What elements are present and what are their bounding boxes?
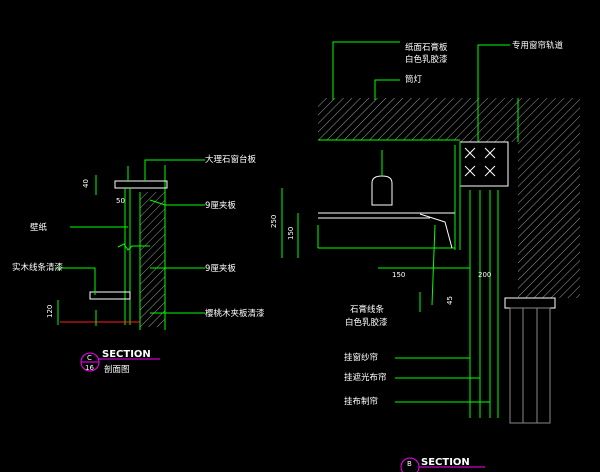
label-wood-trim: 实木线条清漆 [12,262,64,273]
leader-ply-top [149,199,205,206]
dim-250: 250 [270,215,278,228]
dim-40: 40 [82,179,90,188]
ceiling-slab-hatch [318,98,518,142]
label-trim-2: 白色乳胶漆 [345,317,388,328]
label-marble-sill: 大理石窗台板 [205,154,257,165]
leader-track [477,44,510,142]
section-caption-c: 剖面图 [104,364,130,375]
section-tag-top-c: C [87,354,92,362]
label-lamp: 筒灯 [405,74,423,85]
label-gypsum-2: 白色乳胶漆 [405,54,448,65]
section-tag-bottom-c: 16 [85,364,94,372]
dim-150h: 150 [392,271,405,279]
track-x-marks [464,147,496,177]
leader-lamp [374,79,400,100]
leader-gypsum [332,41,400,100]
label-sheer: 挂窗纱帘 [344,352,378,363]
label-cloth: 挂布制帘 [344,396,378,407]
label-ply-top: 9厘夹板 [205,200,236,211]
window-glass [509,307,551,424]
wood-trim [89,291,131,300]
label-gypsum-1: 纸面石膏板 [405,42,448,53]
leader-trim [431,224,436,306]
right-wall-hatch [518,98,580,298]
marble-sill [114,180,168,189]
section-tag-top-b: B [407,460,412,468]
label-trim-1: 石膏线条 [350,304,385,315]
dim-50: 50 [116,197,125,205]
cornice [419,213,453,249]
label-cherry-ply: 樱桃木夹板清漆 [205,308,265,319]
label-blackout: 挂遮光布帘 [344,372,387,383]
label-track: 专用窗帘轨道 [512,40,564,51]
dim-200: 200 [478,271,491,279]
left-section: 大理石窗台板 9厘夹板 壁纸 实木线条清漆 9厘夹板 樱桃木夹板清漆 40 50… [12,154,265,375]
right-section: 纸面石膏板 白色乳胶漆 专用窗帘轨道 筒灯 石膏线条 白色乳胶漆 挂窗纱帘 挂遮… [270,40,580,472]
left-wall-hatch [140,192,165,327]
section-title-b: SECTION [421,457,470,468]
break-mark [117,243,150,251]
downlight [371,175,393,206]
leader-trim [55,267,96,295]
section-title-c: SECTION [102,349,151,360]
dim-150v: 150 [287,227,295,240]
window-frame [504,297,556,309]
label-ply-bottom: 9厘夹板 [205,263,236,274]
dim-120: 120 [46,305,54,318]
label-wallpaper: 壁纸 [30,222,48,233]
leader-sill [144,159,205,181]
curtain-box [459,141,509,187]
dim-45: 45 [446,296,454,305]
